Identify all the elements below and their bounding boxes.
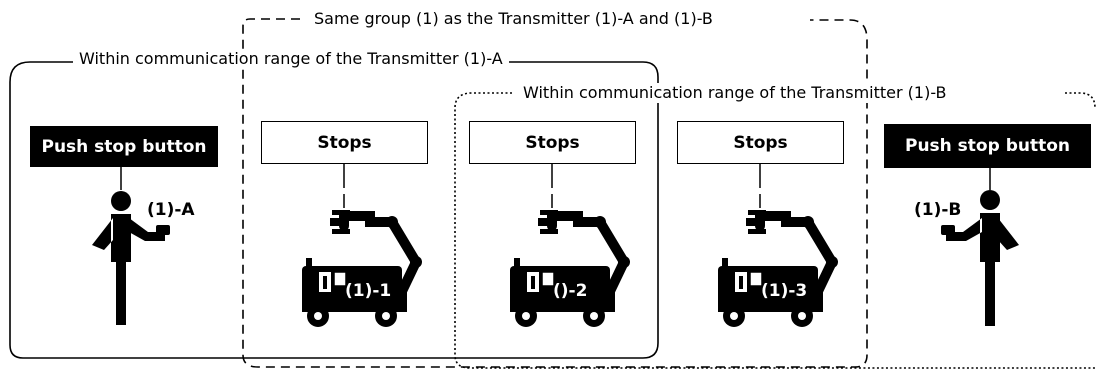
range-b-label: Within communication range of the Transm…: [517, 83, 953, 103]
robot-1-status-box: Stops: [261, 121, 428, 164]
robot-3-figure: [718, 194, 838, 327]
robot-3-status-box: Stops: [677, 121, 844, 164]
person-b-figure: [941, 190, 1019, 326]
transmitter-a-icon: [156, 225, 170, 235]
range-a-boundary: [9, 61, 659, 359]
person-b-head: [980, 190, 1000, 210]
person-b-body: [946, 213, 1019, 326]
group-label: Same group (1) as the Transmitter (1)-A …: [308, 9, 719, 29]
robot-2-figure: [510, 194, 630, 327]
robot-1-figure: [302, 194, 422, 327]
person-a-head: [111, 191, 131, 211]
operator-a-action-box: Push stop button: [30, 126, 218, 167]
operator-b-id: (1)-B: [914, 200, 962, 220]
robot-2-id: ()-2: [553, 281, 588, 301]
robot-1-control-panel: [333, 271, 347, 287]
robot-3-id: (1)-3: [761, 281, 808, 301]
robot-2-status-box: Stops: [469, 121, 636, 164]
range-a-label: Within communication range of the Transm…: [73, 49, 509, 69]
robot-2-control-panel: [541, 271, 555, 287]
group-boundary: [242, 18, 868, 368]
operator-b-action-box: Push stop button: [884, 124, 1091, 168]
transmitter-b-icon: [941, 225, 955, 235]
operator-a-id: (1)-A: [147, 200, 195, 220]
robot-3-control-panel: [749, 271, 763, 287]
person-a-body: [92, 214, 165, 325]
person-a-figure: [92, 191, 170, 325]
robot-1-id: (1)-1: [345, 281, 392, 301]
range-b-boundary: [454, 92, 1096, 369]
